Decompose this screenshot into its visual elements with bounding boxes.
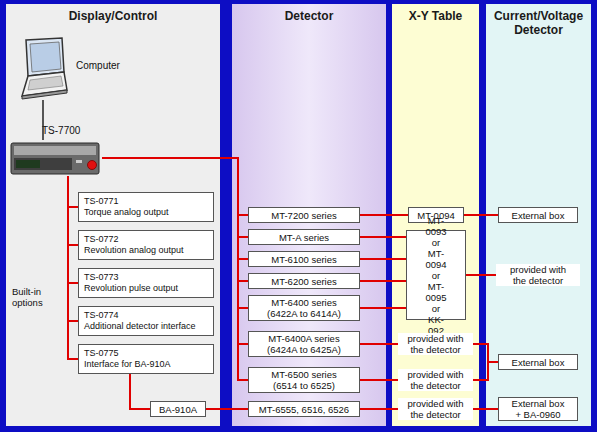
option-box: TS-0772Revolution analog output <box>78 230 214 260</box>
model-box: MT-6555, 6516, 6526 <box>248 401 360 417</box>
box-label: MT-6100 series <box>271 254 336 265</box>
option-code: TS-0773 <box>84 272 213 283</box>
option-code: TS-0772 <box>84 234 213 245</box>
note-box: provided with the detector <box>496 264 580 286</box>
box-label: MT-7200 series <box>271 210 336 221</box>
controller-illustration <box>10 140 102 176</box>
option-box: TS-0771Torque analog output <box>78 192 214 222</box>
box-label: provided with the detector <box>505 264 571 286</box>
option-description: Additional detector interface <box>84 321 213 332</box>
column-panel: Current/Voltage DetectorExternal box prov… <box>486 4 591 426</box>
column-panel: Display/ControlComputerTS-7700TS-0771Tor… <box>6 4 220 426</box>
box-label: External box <box>512 357 565 368</box>
note-box: provided with the detector <box>398 369 473 391</box>
column-panel: DetectorMT-7200 seriesMT-A seriesMT-6100… <box>232 4 386 426</box>
option-box: TS-0774Additional detector interface <box>78 306 214 336</box>
panel-heading: Current/Voltage Detector <box>486 4 591 37</box>
model-box: MT-6400 series (6422A to 6414A) <box>248 295 360 321</box>
box-label: MT-6555, 6516, 6526 <box>259 404 349 415</box>
box-label: provided with the detector <box>403 333 469 355</box>
option-code: TS-0774 <box>84 310 213 321</box>
option-description: Torque analog output <box>84 207 213 218</box>
note-box: provided with the detector <box>398 333 473 355</box>
computer-icon: Computer <box>18 36 68 100</box>
option-code: TS-0771 <box>84 196 213 207</box>
option-description: Revolution analog output <box>84 245 213 256</box>
option-box: TS-0775Interface for BA-910A <box>78 344 214 374</box>
box-label: MT-6500 series (6514 to 6525) <box>262 369 346 391</box>
model-box: MT-6100 series <box>248 251 360 267</box>
model-box: MT-6200 series <box>248 273 360 289</box>
box-label: provided with the detector <box>403 398 469 420</box>
model-box: MT-6500 series (6514 to 6525) <box>248 367 360 393</box>
box-label: BA-910A <box>159 404 197 415</box>
model-box: MT-A series <box>248 229 360 245</box>
model-box: External box <box>498 354 578 370</box>
box-label: provided with the detector <box>403 369 469 391</box>
option-box: TS-0773Revolution pulse output <box>78 268 214 298</box>
model-box: MT-0093 or MT-0094 or MT-0095 or KK-092 <box>406 230 466 320</box>
panel-heading: Display/Control <box>6 4 220 23</box>
box-label: MT-6400 series (6422A to 6414A) <box>262 297 346 319</box>
box-label: MT-6400A series (6424A to 6425A) <box>262 333 346 355</box>
model-box: External box + BA-0960 <box>498 397 578 421</box>
model-box: MT-6400A series (6424A to 6425A) <box>248 331 360 357</box>
laptop-illustration <box>18 36 68 100</box>
device-label: Computer <box>76 60 120 72</box>
panel-heading: X-Y Table <box>392 4 479 23</box>
column-panel: X-Y TableMT-0094MT-0093 or MT-0094 or MT… <box>392 4 479 426</box>
box-label: MT-6200 series <box>271 276 336 287</box>
model-box: BA-910A <box>150 401 206 417</box>
box-label: External box + BA-0960 <box>510 398 567 420</box>
box-label: MT-0093 or MT-0094 or MT-0095 or KK-092 <box>425 215 446 336</box>
option-description: Interface for BA-910A <box>84 359 213 370</box>
device-label: TS-7700 <box>42 125 80 137</box>
box-label: MT-A series <box>279 232 329 243</box>
panel-heading: Detector <box>232 4 386 23</box>
option-description: Revolution pulse output <box>84 283 213 294</box>
model-box: MT-7200 series <box>248 207 360 223</box>
note-box: provided with the detector <box>398 398 473 420</box>
box-label: External box <box>512 210 565 221</box>
option-code: TS-0775 <box>84 348 213 359</box>
annotation-label: Built-in options <box>12 286 60 308</box>
model-box: External box <box>498 207 578 223</box>
controller-unit: TS-7700 <box>10 140 102 176</box>
